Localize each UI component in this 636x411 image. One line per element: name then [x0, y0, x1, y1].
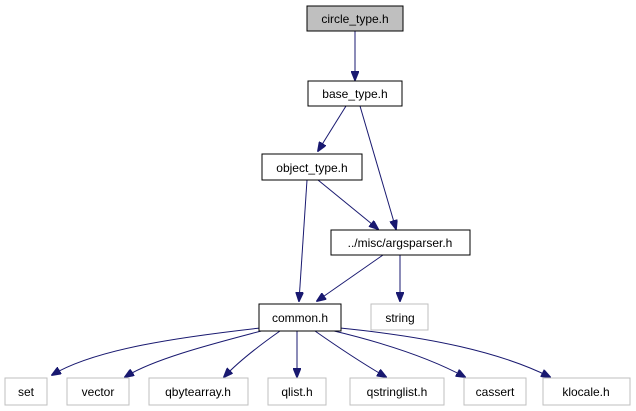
- node-circle-type[interactable]: circle_type.h: [306, 5, 404, 32]
- node-label: common.h: [272, 311, 328, 325]
- node-label: vector: [82, 385, 115, 399]
- node-qbytearray: qbytearray.h: [148, 377, 249, 406]
- edge-common-to-vector: [125, 329, 266, 377]
- edge-common-to-qbytearray: [224, 330, 281, 377]
- node-common[interactable]: common.h: [258, 303, 342, 332]
- edge-common-to-set: [52, 327, 261, 375]
- node-label: set: [18, 385, 35, 399]
- node-label: qstringlist.h: [367, 385, 428, 399]
- node-label: base_type.h: [322, 87, 387, 101]
- node-label: string: [385, 311, 414, 325]
- node-vector: vector: [66, 377, 130, 406]
- node-label: qbytearray.h: [165, 385, 231, 399]
- node-qstringlist: qstringlist.h: [349, 377, 445, 406]
- node-label: klocale.h: [562, 385, 609, 399]
- edge-base-to-object: [318, 105, 347, 151]
- node-label: qlist.h: [281, 385, 312, 399]
- node-base-type[interactable]: base_type.h: [307, 80, 403, 107]
- node-label: ../misc/argsparser.h: [348, 236, 453, 250]
- node-string: string: [370, 303, 429, 331]
- node-qlist: qlist.h: [267, 377, 327, 406]
- edge-base-to-argsparser: [359, 105, 396, 229]
- edge-object-to-argsparser: [317, 179, 378, 229]
- edge-common-to-cassert: [329, 329, 465, 377]
- node-label: circle_type.h: [321, 12, 388, 26]
- node-cassert: cassert: [463, 377, 527, 406]
- edge-object-to-common: [299, 179, 308, 301]
- node-argsparser[interactable]: ../misc/argsparser.h: [330, 229, 471, 256]
- node-object-type[interactable]: object_type.h: [261, 153, 363, 181]
- node-label: object_type.h: [276, 161, 347, 175]
- edge-common-to-klocale: [339, 327, 550, 377]
- edge-common-to-qstringlist: [314, 330, 386, 377]
- edges: [52, 31, 550, 377]
- node-klocale: klocale.h: [542, 377, 631, 406]
- edge-argsparser-to-common: [317, 254, 384, 301]
- node-set: set: [4, 377, 48, 406]
- node-label: cassert: [476, 385, 515, 399]
